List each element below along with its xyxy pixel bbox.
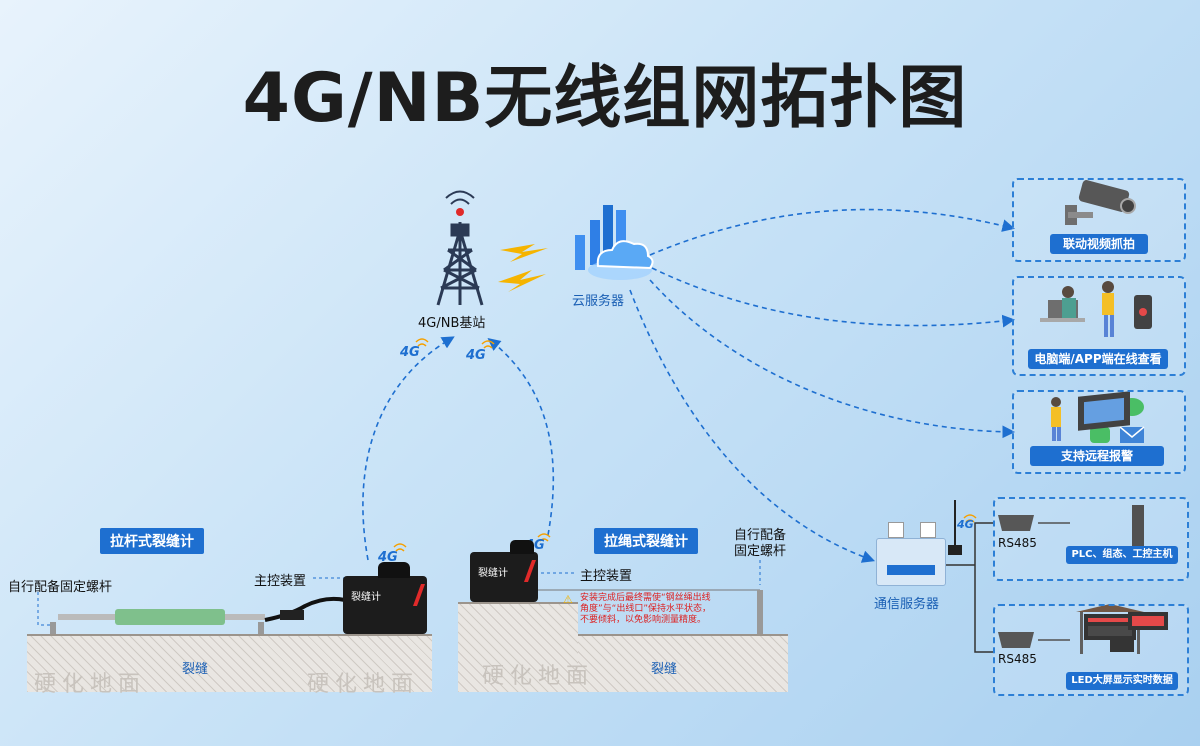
link-cloud-video: [649, 208, 1016, 256]
users-online-icon: [1040, 281, 1152, 337]
4g-tag: 4G: [400, 345, 420, 360]
signal-lightning-icon: [498, 244, 548, 292]
device-label: 裂缝计: [478, 568, 508, 579]
host-label: 主控装置: [254, 574, 307, 589]
sim-card-icon: [888, 522, 904, 538]
device-stripe: [507, 560, 537, 582]
rs485-connector-icon: [998, 515, 1034, 648]
panel-plc: [993, 497, 1189, 581]
link-cloud-online: [651, 267, 1016, 328]
ground-text: 硬化地面: [34, 672, 147, 697]
link-cloud-comm: [629, 289, 876, 563]
pull-rope-tag: 拉绳式裂缝计: [594, 528, 698, 554]
4g-signal-icon: [393, 338, 977, 552]
install-warning: 安装完成后最终需使“钢丝绳出线 角度”与“出线口”保持水平状态， 不要倾斜，以免…: [580, 593, 711, 626]
camera-icon: [1065, 180, 1136, 225]
4g-tag: 4G: [957, 518, 974, 531]
alarm-label: 支持远程报警: [1030, 446, 1164, 466]
comm-server-label: 通信服务器: [874, 597, 940, 612]
warning-line: 不要倾斜，以免影响测量精度。: [580, 615, 707, 625]
ground-text: 硬化地面: [307, 672, 420, 697]
pull-rope-sensor-icon: [535, 589, 763, 662]
page-title: 4G/NB无线组网拓扑图: [242, 59, 968, 138]
device-stripe: [396, 584, 426, 606]
device-cap: [510, 540, 534, 554]
video-label: 联动视频抓拍: [1050, 234, 1148, 254]
4g-tag: 4G: [466, 348, 486, 363]
tower-icon: [436, 190, 484, 306]
hard-ground: [578, 634, 788, 692]
link-right-device-tower: [487, 337, 555, 536]
crack-label: 裂缝: [651, 662, 678, 677]
crack-meter-device: 裂缝计: [470, 552, 538, 602]
pull-rod-tag: 拉杆式裂缝计: [100, 528, 204, 554]
cloud-server-label: 云服务器: [572, 294, 625, 309]
crack-meter-device: 裂缝计: [343, 576, 427, 634]
crack-label: 裂缝: [182, 662, 209, 677]
warning-line: 安装完成后最终需使“钢丝绳出线: [580, 593, 711, 603]
bolt-label-line: 自行配备: [734, 528, 787, 543]
monitor-icon: [1078, 391, 1144, 547]
host-label: 主控装置: [580, 569, 633, 584]
link-left-device-tower: [362, 336, 455, 561]
bolt-label: 自行配备固定螺杆: [8, 580, 113, 595]
ground-text: 硬化地面: [482, 664, 595, 689]
warning-icon: ⚠: [563, 593, 573, 606]
hard-ground: [27, 634, 432, 692]
comm-server-device: [876, 538, 946, 586]
base-station-label: 4G/NB基站: [418, 316, 486, 331]
cloud-server-icon: [575, 205, 654, 280]
hard-ground: [458, 602, 578, 692]
link-comm-rs485: [945, 522, 995, 653]
device-label: 裂缝计: [351, 592, 381, 603]
bolt-label-2: 自行配备 固定螺杆: [734, 528, 786, 560]
link-cloud-alarm: [649, 279, 1016, 439]
comm-server-logo: [887, 565, 935, 575]
warning-line: 角度”与“出线口”保持水平状态，: [580, 604, 711, 614]
rs485-label: RS485: [998, 536, 1037, 550]
power-icon: [920, 522, 936, 538]
led-label: LED大屏显示实时数据: [1066, 672, 1178, 690]
led-screen-icon: [1076, 604, 1168, 654]
bolt-label-line: 固定螺杆: [734, 544, 787, 559]
plc-label: PLC、组态、工控主机: [1066, 546, 1178, 564]
antenna-icon: [948, 500, 962, 555]
device-cap: [378, 562, 410, 578]
4g-tag: 4G: [378, 550, 398, 565]
rs485-label: RS485: [998, 652, 1037, 666]
online-label: 电脑端/APP端在线查看: [1028, 349, 1168, 369]
